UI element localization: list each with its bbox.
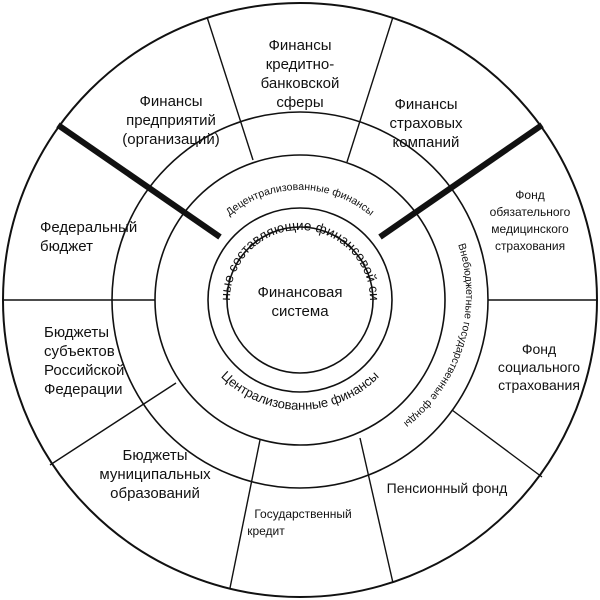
segment-label-line: страхования <box>495 239 565 253</box>
decentralized-label: Децентрализованные финансы <box>224 181 376 219</box>
segment-label-line: муниципальных <box>99 466 211 483</box>
divider-line <box>49 382 177 466</box>
segment-label-line: страхования <box>498 377 580 393</box>
divider-line <box>451 409 543 478</box>
centralized-textpath: Централизованные финансы <box>218 368 381 413</box>
segment-label-line: Государственный <box>254 507 351 521</box>
segment-label-line: бюджет <box>40 238 93 255</box>
segment-label-line: компаний <box>393 134 460 151</box>
center-title-line-1: Финансовая <box>258 284 343 301</box>
segment-label-line: сферы <box>276 94 323 111</box>
components-ring-circle <box>207 207 393 393</box>
segment-label-line: кредитно- <box>266 56 335 73</box>
decentralized-textpath: Децентрализованные финансы <box>224 181 376 219</box>
segment-credit-banking: Финансы кредитно- банковской сферы <box>261 37 340 111</box>
divider-line <box>346 16 394 163</box>
segment-social-fund: Фонд социального страхования <box>498 341 580 393</box>
segment-label-line: банковской <box>261 75 340 92</box>
segment-label-line: страховых <box>390 115 463 132</box>
segment-label-line: кредит <box>247 524 285 538</box>
divider-line <box>359 437 394 584</box>
segment-label-line: Федерации <box>44 381 123 398</box>
segment-label-line: Российской <box>44 362 124 379</box>
segment-label-line: образований <box>110 485 200 502</box>
segment-label-line: медицинского <box>491 222 569 236</box>
centralized-label: Централизованные финансы <box>218 368 381 413</box>
segment-regional-budgets: Бюджеты субъектов Российской Федерации <box>44 324 124 398</box>
divider-line <box>206 16 254 161</box>
segment-label-line: Фонд <box>515 188 544 202</box>
segment-label-line: обязательного <box>490 205 571 219</box>
segment-municipal-budgets: Бюджеты муниципальных образований <box>99 447 211 502</box>
segment-label-line: Бюджеты <box>44 324 109 341</box>
segment-label-line: Фонд <box>522 341 556 357</box>
segment-state-credit: Государственный кредит <box>247 507 351 538</box>
segment-label-line: Финансы <box>395 96 458 113</box>
segment-label-line: Бюджеты <box>122 447 187 464</box>
divider-line <box>229 439 261 589</box>
segment-insurance: Финансы страховых компаний <box>390 96 463 151</box>
thick-divider-line <box>56 122 222 240</box>
segment-enterprises: Финансы предприятий (организаций) <box>122 93 219 148</box>
segment-federal-budget: Федеральный бюджет <box>40 219 137 255</box>
segment-label-line: Финансы <box>140 93 203 110</box>
core-circle <box>226 226 374 374</box>
segment-health-fund: Фонд обязательного медицинского страхова… <box>490 188 571 253</box>
segment-pension-fund: Пенсионный фонд <box>387 480 508 496</box>
segment-label-line: Пенсионный фонд <box>387 480 508 496</box>
extrabudgetary-label: Внебюджетные государственные фонды <box>401 242 475 430</box>
segment-label-line: субъектов <box>44 343 115 360</box>
segment-label-line: Федеральный <box>40 219 137 236</box>
extrabudgetary-textpath: Внебюджетные государственные фонды <box>401 242 475 430</box>
segment-label-line: предприятий <box>126 112 216 129</box>
thick-divider-line <box>378 122 544 240</box>
segment-label-line: Финансы <box>269 37 332 54</box>
segment-label-line: социального <box>498 359 580 375</box>
segment-label-line: (организаций) <box>122 131 219 148</box>
center-title-line-2: система <box>271 303 329 320</box>
